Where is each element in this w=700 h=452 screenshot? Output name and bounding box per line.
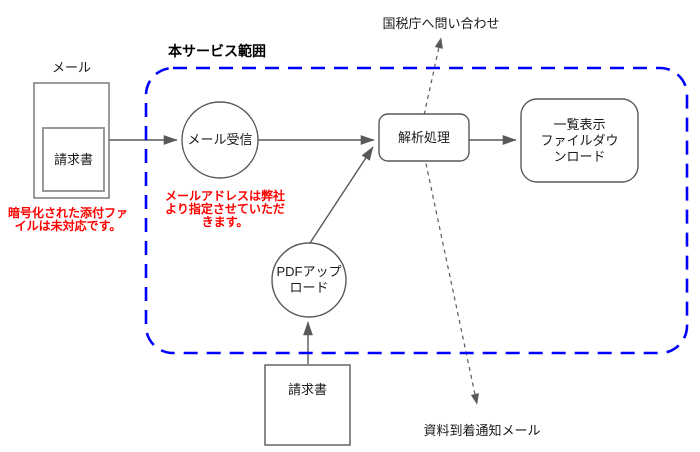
- analysis-process-label: 解析処理: [397, 129, 450, 145]
- arrow-pdfupload-to-analysis: [309, 146, 374, 244]
- analysis-process-node: [378, 113, 470, 162]
- mail-address-note: メールアドレスは弊社 より指定させていただ きます。: [164, 189, 285, 229]
- invoice-input-label: 請求書: [287, 382, 327, 397]
- pdf-upload-label: PDFアップ ロード: [276, 264, 342, 295]
- mail-attachment-invoice-box: [42, 127, 105, 192]
- mail-attachment-invoice-label: 請求書: [53, 151, 93, 167]
- arrival-notification-label: 資料到着通知メール: [423, 423, 541, 438]
- mail-box-label: メール: [51, 60, 91, 75]
- mail-receive-label: メール受信: [187, 132, 253, 147]
- nta-inquiry-label: 国税庁へ問い合わせ: [382, 16, 500, 31]
- invoice-input-box: [264, 364, 351, 446]
- pdf-upload-node: [271, 242, 347, 318]
- list-file-download-node: [520, 98, 639, 183]
- service-scope-title: 本サービス範囲: [168, 43, 266, 59]
- service-scope-boundary: [144, 66, 689, 355]
- mail-receive-node: [181, 101, 259, 179]
- list-file-download-label: 一覧表示 ファイルダウ ンロード: [540, 116, 619, 164]
- arrow-to-arrival-notification: [420, 139, 479, 405]
- encrypted-attachment-note: 暗号化された添付ファ イルは未対応です。: [7, 206, 128, 233]
